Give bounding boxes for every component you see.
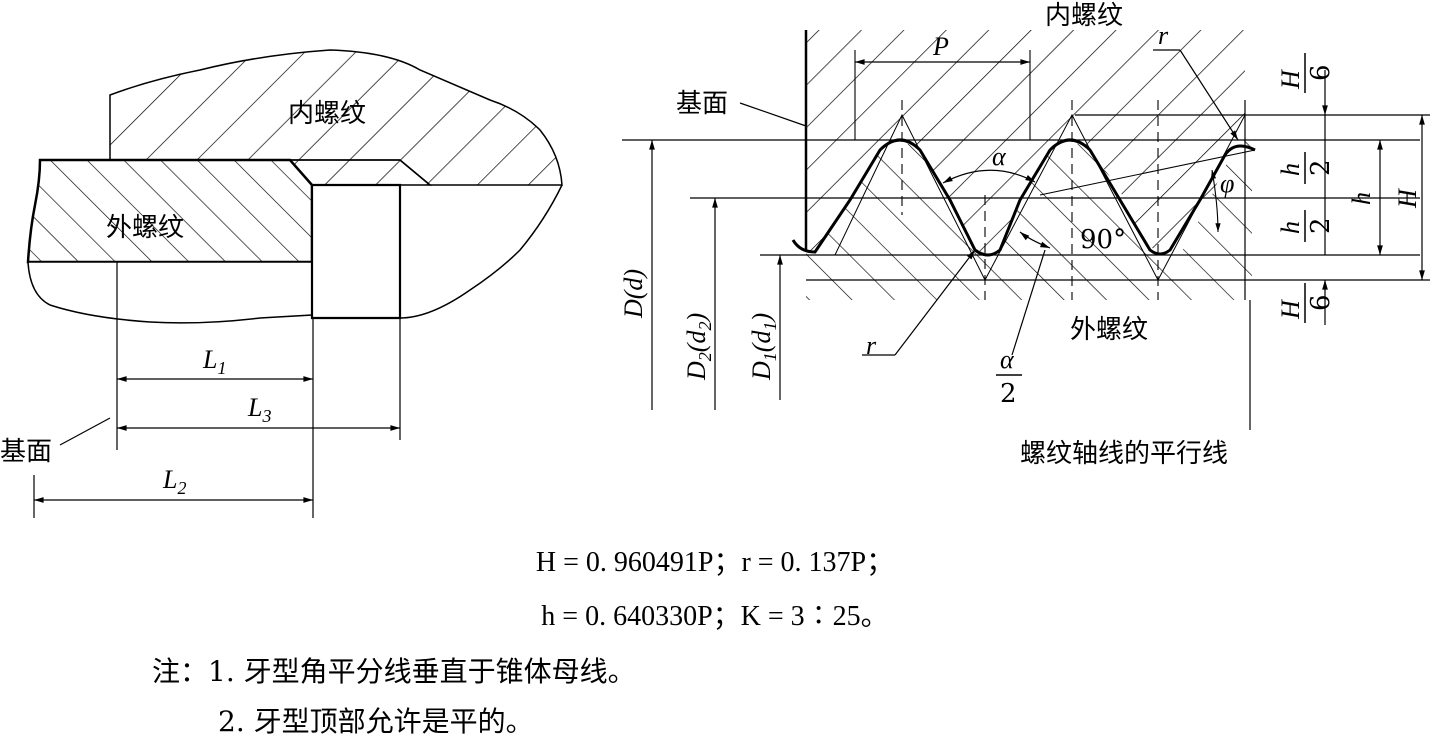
left-figure: 内螺纹 外螺纹 基面 L1 L3 L2 — [0, 49, 563, 518]
axis-parallel-label: 螺纹轴线的平行线 — [1020, 439, 1228, 469]
left-external-label: 外螺纹 — [106, 213, 184, 243]
svg-text:2: 2 — [1000, 379, 1017, 409]
svg-text:H: H — [1276, 69, 1305, 90]
H-label: H — [1393, 188, 1422, 209]
D2-label: D2(d2) — [682, 313, 715, 381]
alpha-label: α — [992, 142, 1007, 171]
h-over-2-upper: h 2 — [1276, 152, 1336, 184]
left-base-label: 基面 — [0, 437, 52, 467]
svg-text:6: 6 — [1306, 294, 1336, 311]
right-internal-region — [806, 30, 1245, 255]
radius-label-top: r — [1158, 21, 1169, 50]
dim-L1: L1 — [202, 345, 226, 378]
half-alpha-label: α 2 — [996, 345, 1022, 409]
h-over-2-lower: h 2 — [1276, 210, 1336, 242]
right-internal-label: 内螺纹 — [1045, 1, 1123, 31]
svg-text:6: 6 — [1306, 64, 1336, 81]
thread-profile — [791, 138, 1256, 257]
dim-L3: L3 — [247, 393, 271, 426]
left-internal-body — [109, 49, 563, 186]
phi-label: φ — [1220, 169, 1234, 198]
right-angle-label: 90° — [1080, 225, 1126, 255]
left-right-block — [310, 183, 402, 320]
svg-text:2: 2 — [1306, 159, 1336, 176]
D1-label: D1(d1) — [747, 313, 780, 381]
svg-text:2: 2 — [1306, 217, 1336, 234]
svg-text:h: h — [1276, 163, 1305, 176]
dim-L2: L2 — [162, 465, 186, 498]
D-label: D(d) — [619, 269, 648, 319]
svg-text:α: α — [1000, 345, 1015, 374]
radius-label-bottom: r — [866, 331, 877, 360]
left-lower-body — [27, 261, 313, 324]
H-over-6-bottom: H 6 — [1276, 283, 1336, 323]
pitch-label: P — [932, 32, 949, 61]
H-over-6-top: H 6 — [1276, 53, 1336, 93]
note-line-1: 注：1. 牙型角平分线垂直于锥体母线。 — [152, 655, 636, 688]
right-external-region — [806, 140, 1255, 300]
left-internal-label: 内螺纹 — [288, 99, 366, 129]
formula-line-2: h = 0. 640330P；K = 3∶25。 — [541, 601, 889, 632]
formula-line-1: H = 0. 960491P；r = 0. 137P； — [535, 547, 895, 578]
right-external-label: 外螺纹 — [1070, 315, 1148, 345]
left-external-body — [26, 158, 314, 264]
note-line-2: 2. 牙型顶部允许是平的。 — [218, 705, 534, 738]
svg-text:H: H — [1276, 299, 1305, 320]
right-base-label: 基面 — [676, 89, 728, 119]
right-figure: 内螺纹 外螺纹 基面 螺纹轴线的平行线 P r r α 90° φ α 2 H … — [619, 1, 1430, 469]
svg-text:h: h — [1276, 221, 1305, 234]
h-label: h — [1347, 192, 1376, 205]
